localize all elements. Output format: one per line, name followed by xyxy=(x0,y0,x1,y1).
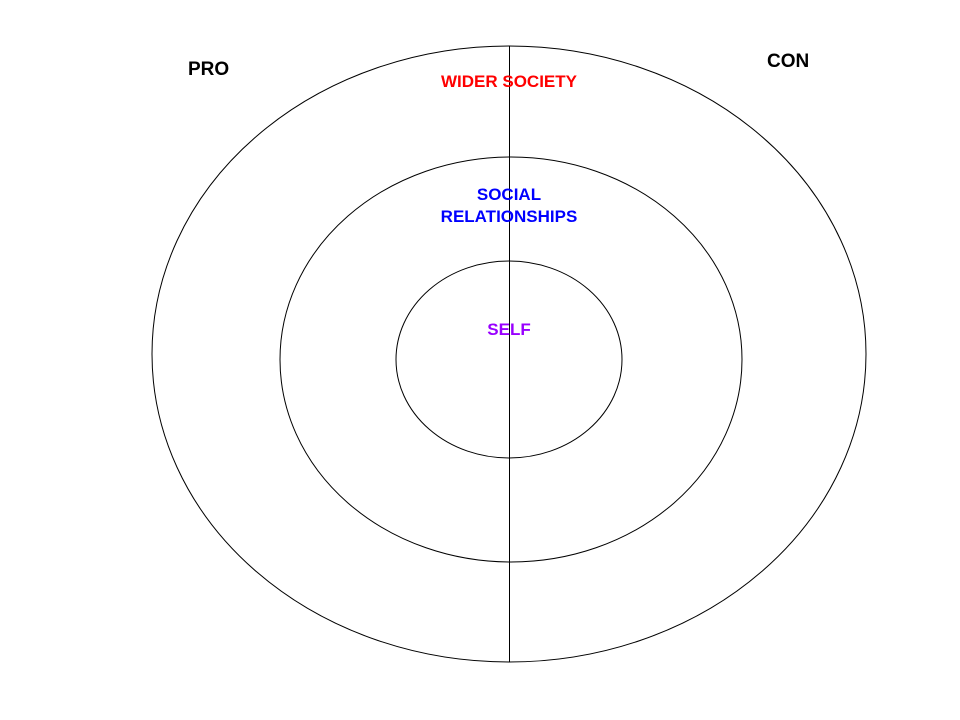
social-relationships-label: SOCIAL RELATIONSHIPS xyxy=(409,184,609,228)
middle-ellipse-social-relationships xyxy=(279,156,743,563)
wider-society-label: WIDER SOCIETY xyxy=(440,72,577,91)
pro-label: PRO xyxy=(188,59,230,80)
social-relationships-line1: SOCIAL xyxy=(476,185,542,204)
self-label: SELF xyxy=(487,320,531,339)
social-relationships-line2: RELATIONSHIPS xyxy=(440,207,578,226)
con-label: CON xyxy=(767,51,810,72)
